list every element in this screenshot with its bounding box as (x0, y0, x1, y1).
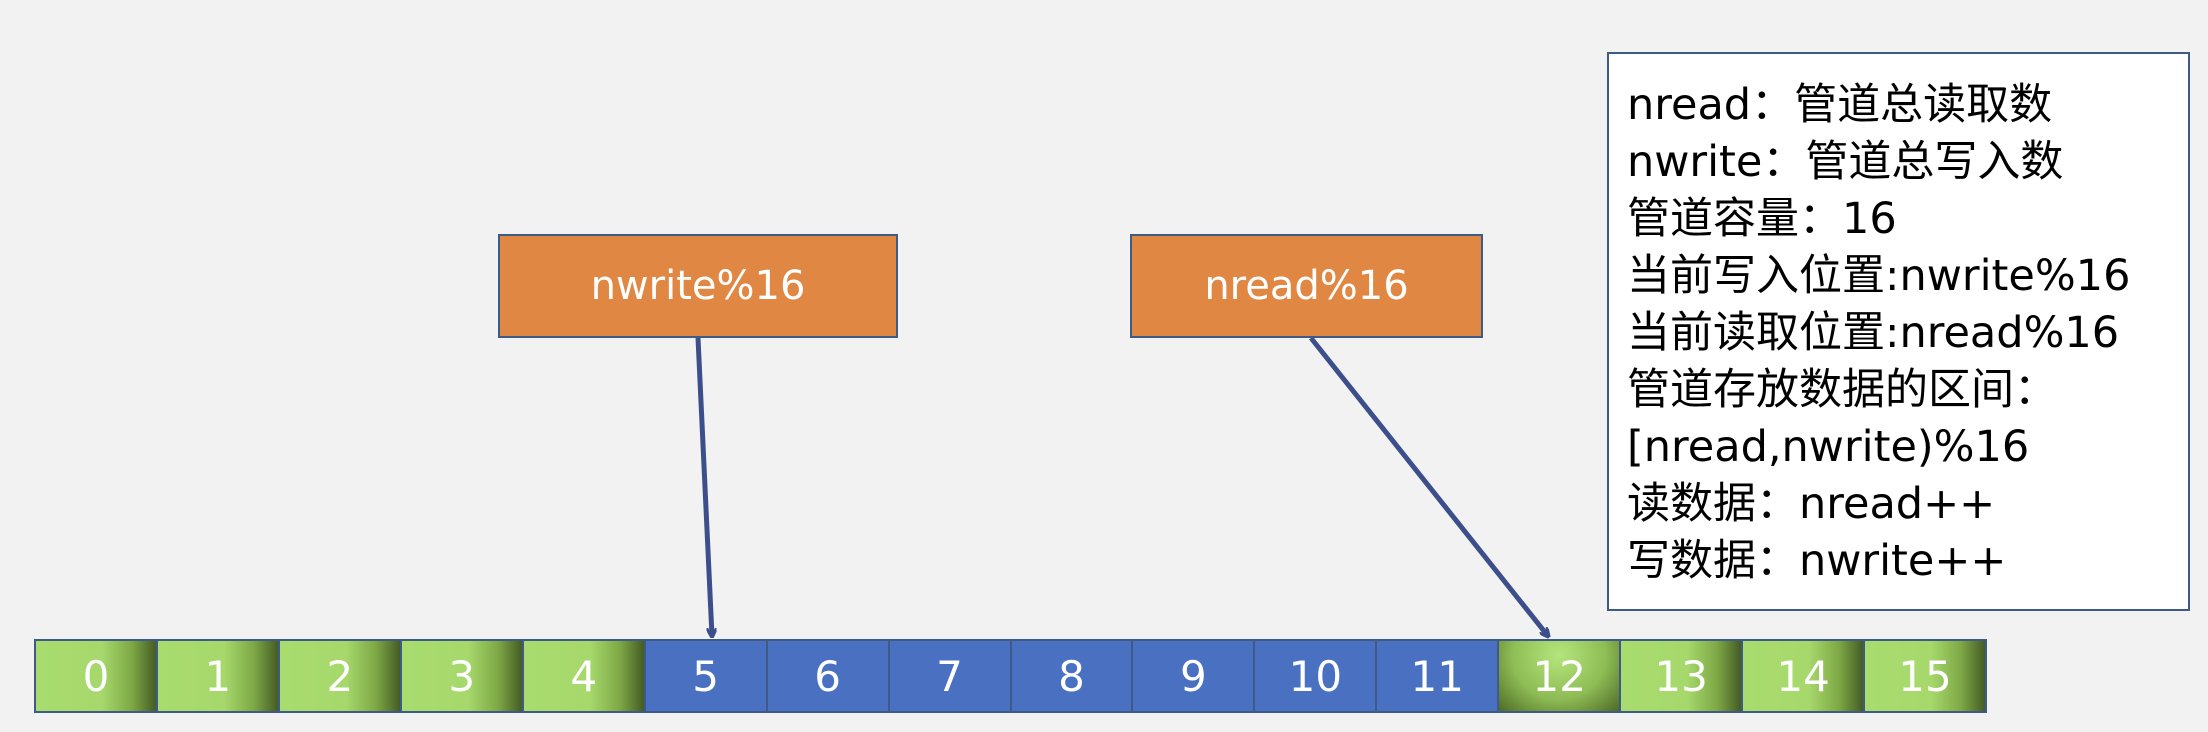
buffer-cell-15: 15 (1863, 639, 1987, 713)
buffer-cell-8: 8 (1009, 639, 1134, 713)
legend-line: 读数据：nread++ (1627, 479, 1996, 529)
legend-line: 当前写入位置:nwrite%16 (1627, 251, 2131, 301)
buffer-cell-13: 13 (1619, 639, 1744, 713)
buffer-cell-6: 6 (765, 639, 890, 713)
buffer-cell-5: 5 (643, 639, 768, 713)
legend-line: 当前读取位置:nread%16 (1627, 308, 2120, 358)
legend-line: 管道容量：16 (1627, 194, 1897, 244)
buffer-cell-14: 14 (1741, 639, 1866, 713)
buffer-cell-0: 0 (34, 639, 158, 713)
write-pointer-label: nwrite%16 (590, 263, 806, 309)
read-pointer-box: nread%16 (1130, 234, 1483, 338)
buffer-cell-3: 3 (399, 639, 524, 713)
legend-line: nread：管道总读取数 (1627, 80, 2053, 130)
read-pointer-arrow (1309, 336, 1548, 636)
legend-line: 管道存放数据的区间： (1627, 365, 2057, 415)
buffer-cell-2: 2 (277, 639, 402, 713)
write-pointer-box: nwrite%16 (498, 234, 898, 338)
read-pointer-label: nread%16 (1204, 263, 1409, 309)
buffer-cell-1: 1 (155, 639, 280, 713)
buffer-cell-7: 7 (887, 639, 1012, 713)
buffer-cell-12: 12 (1497, 639, 1622, 713)
legend-line: 写数据：nwrite++ (1627, 536, 2007, 586)
write-pointer-arrow (695, 337, 712, 636)
buffer-cell-4: 4 (521, 639, 646, 713)
buffer-cell-11: 11 (1375, 639, 1500, 713)
legend-line: [nread,nwrite)%16 (1627, 422, 2030, 472)
buffer-cell-9: 9 (1131, 639, 1256, 713)
legend-box: nread：管道总读取数 nwrite：管道总写入数 管道容量：16 当前写入位… (1607, 52, 2190, 611)
legend-line: nwrite：管道总写入数 (1627, 137, 2064, 187)
buffer-cell-10: 10 (1253, 639, 1378, 713)
